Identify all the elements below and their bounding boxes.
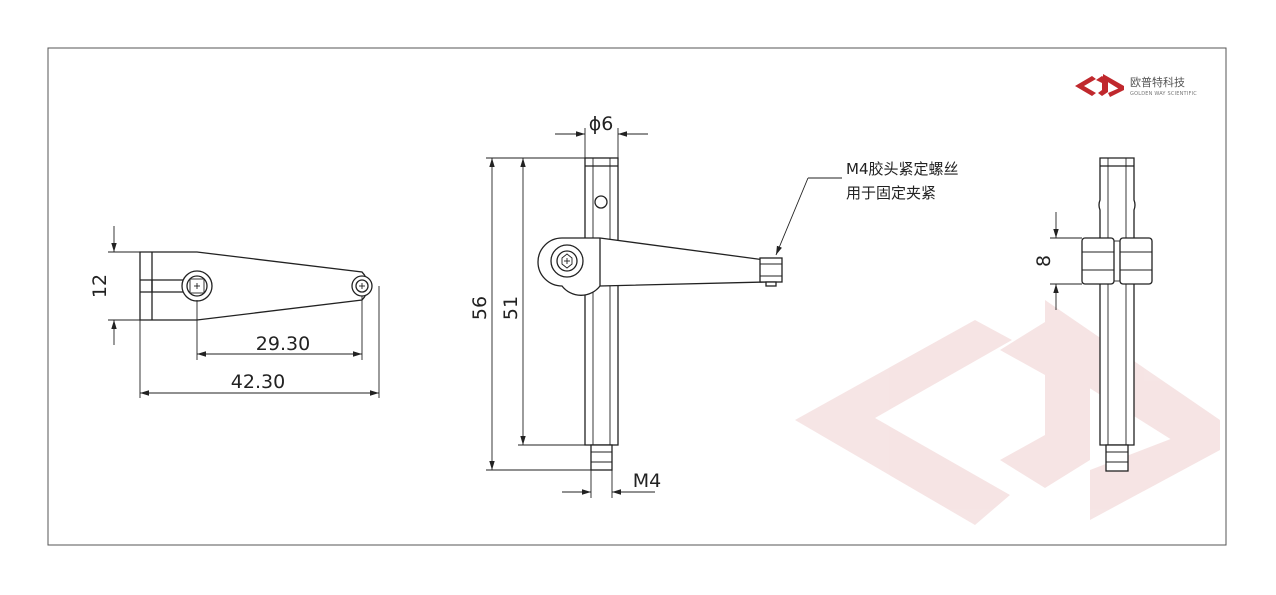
- dim-length-42-30: 42.30: [231, 371, 285, 393]
- side-thread-stud: [1105, 444, 1129, 472]
- dim-clamp-8: 8: [1033, 255, 1055, 267]
- note-line-2: 用于固定夹紧: [846, 184, 936, 202]
- arm-outline: [139, 251, 369, 321]
- brand-logo: 欧普特科技 GOLDEN WAY SCIENTIFIC: [1075, 74, 1197, 97]
- side-view: 8: [1033, 157, 1153, 472]
- post-rod: [584, 157, 619, 446]
- dim-height-56: 56: [469, 296, 491, 320]
- dim-length-29-30: 29.30: [256, 333, 310, 355]
- dim-thread-m4: M4: [633, 470, 661, 492]
- side-post: [1098, 157, 1136, 446]
- thread-m4-stud: [590, 444, 613, 471]
- brand-mark-icon: [1075, 74, 1124, 97]
- dim-diameter-6: ϕ6: [589, 113, 614, 135]
- side-clamp-right: [1119, 237, 1153, 285]
- brand-name: 欧普特科技: [1130, 75, 1185, 89]
- brand-subtitle: GOLDEN WAY SCIENTIFIC: [1130, 91, 1197, 97]
- watermark-logo: [795, 300, 1220, 525]
- set-screw-m4: [759, 257, 783, 283]
- arm-profile: [537, 237, 766, 296]
- dim-height-51: 51: [500, 296, 522, 320]
- dim-height-12: 12: [89, 274, 111, 298]
- note-line-1: M4胶头紧定螺丝: [846, 160, 959, 178]
- front-view: ϕ6 56 51 M4 M4胶头紧定螺丝 用于固定夹紧: [469, 113, 959, 498]
- top-view: 12 29.30 42.30: [89, 226, 380, 398]
- post-hole: [594, 195, 608, 209]
- side-clamp-left: [1081, 237, 1115, 285]
- drawing-frame: [47, 47, 1227, 546]
